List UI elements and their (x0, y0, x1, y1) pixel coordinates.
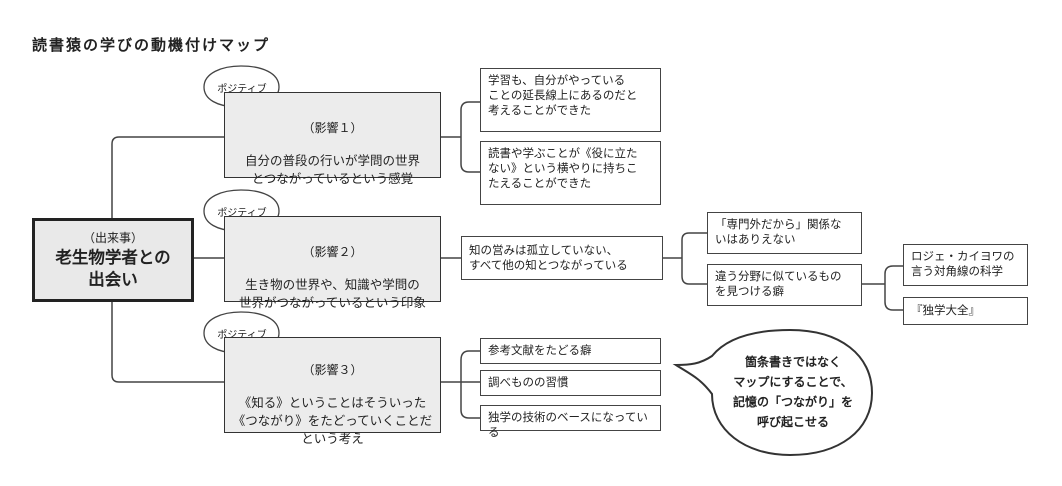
impact2-grand-2: 違う分野に似ているもの を見つける癖 (707, 264, 862, 306)
impact-text: 自分の普段の行いが学問の世界 とつながっているという感覚 (244, 153, 420, 186)
impact-box-3: （影響３） 《知る》ということはそういった 《つながり》をたどっていくことだ と… (224, 337, 441, 446)
impact3-child-3: 独学の技術のベースになっている (480, 405, 661, 439)
root-event-box: （出来事） 老生物学者との 出会い (32, 218, 194, 302)
positive-tag-2: ポジティブ (217, 208, 267, 219)
impact2-grand-1: 「専門外だから」関係な いはありえない (707, 212, 862, 254)
impact-label: （影響２） (302, 245, 363, 259)
positive-tag-3: ポジティブ (217, 330, 267, 341)
impact3-child-2: 調べものの習慣 (480, 370, 661, 396)
impact-box-2: （影響２） 生き物の世界や、知識や学問の 世界がつながっているという印象 (224, 216, 441, 310)
impact-box-1: （影響１） 自分の普段の行いが学問の世界 とつながっているという感覚 (224, 92, 441, 186)
page-title: 読書猿の学びの動機付けマップ (32, 36, 271, 54)
impact-label: （影響３） (302, 363, 363, 377)
impact2-child: 知の営みは孤立していない、 すべて他の知とつながっている (461, 236, 663, 280)
impact2-great-2: 『独学大全』 (903, 297, 1028, 325)
root-sub-label: （出来事） (82, 231, 143, 245)
positive-tag-1: ポジティブ (217, 84, 267, 95)
impact-label: （影響１） (302, 121, 363, 135)
impact-text: 生き物の世界や、知識や学問の 世界がつながっているという印象 (239, 277, 426, 310)
impact2-great-1: ロジェ・カイヨワの 言う対角線の科学 (903, 244, 1028, 286)
impact1-child-2: 読書や学ぶことが《役に立た ない》という横やりに持ちこ たえることができた (480, 141, 661, 205)
callout-text: 箇条書きではなく マップにすることで、 記憶の「つながり」を 呼び起こせる (732, 355, 853, 429)
callout-bubble (672, 328, 874, 457)
impact3-child-1: 参考文献をたどる癖 (480, 338, 661, 364)
root-main-label: 老生物学者との 出会い (55, 248, 171, 289)
impact-text: 《知る》ということはそういった 《つながり》をたどっていくことだ という考え (232, 395, 433, 446)
impact1-child-1: 学習も、自分がやっている ことの延長線上にあるのだと 考えることができた (480, 68, 661, 132)
